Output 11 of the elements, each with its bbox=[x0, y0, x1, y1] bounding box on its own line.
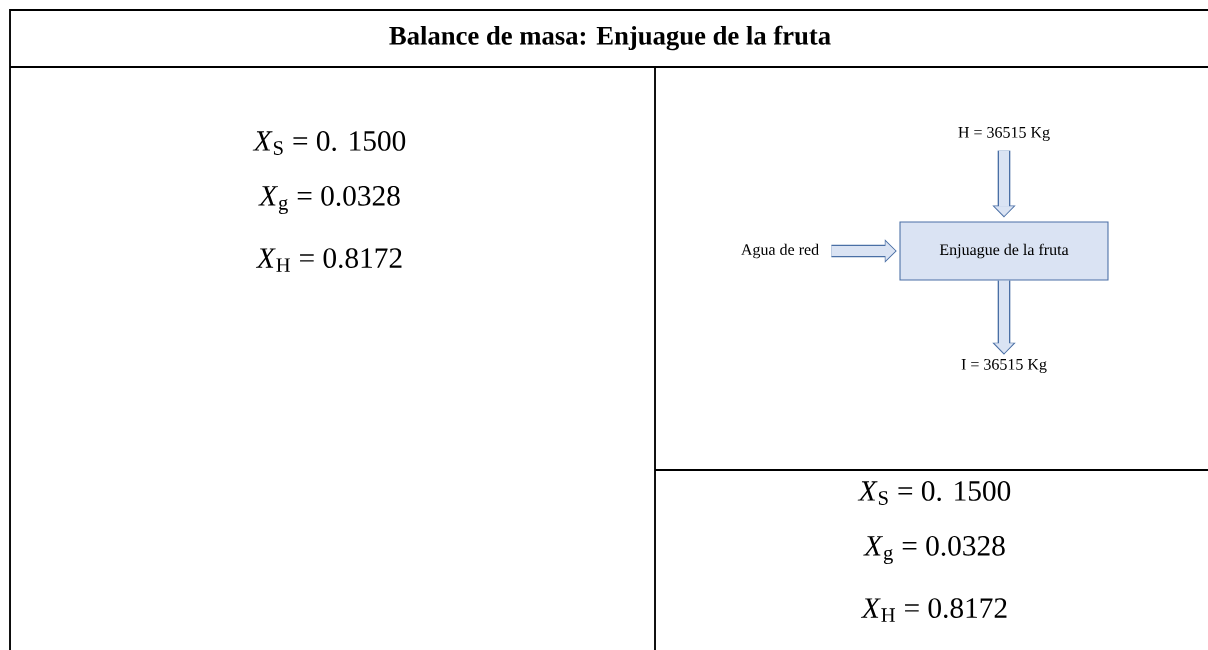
mass-fraction: X$_{g}$ = 0.0328 bbox=[863, 535, 1005, 565]
mass-fraction: X$_{H}$ = 0.8172 bbox=[860, 598, 1007, 622]
mass-fraction: X$_{g}$ = 0.0328 bbox=[258, 185, 400, 215]
stream-label: Agua de red bbox=[741, 243, 819, 259]
mass-fraction: X$_{H}$ = 0.8172 bbox=[255, 248, 402, 272]
stream-label: I = 36515 Kg bbox=[961, 358, 1047, 373]
mass-fraction: X$_{S}$ = 0. 1500 bbox=[252, 131, 406, 155]
stream-label: H = 36515 Kg bbox=[958, 126, 1050, 141]
process-box: Enjuague de la fruta bbox=[899, 221, 1109, 281]
table-title: Balance de masa: Enjuague de la fruta bbox=[389, 25, 831, 51]
mass-fraction: X$_{S}$ = 0. 1500 bbox=[857, 481, 1011, 505]
